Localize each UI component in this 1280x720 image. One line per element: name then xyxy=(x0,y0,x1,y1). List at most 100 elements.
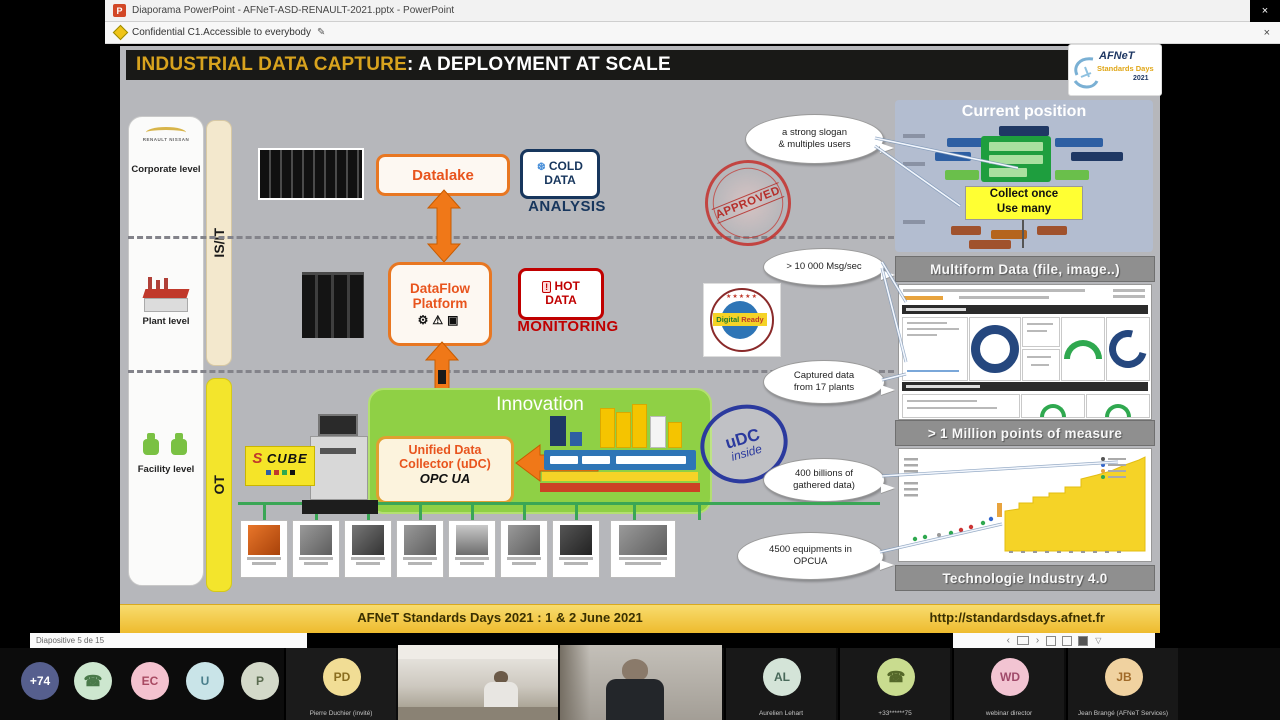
udc-line1: Unified Data xyxy=(408,443,482,457)
video-tile-1[interactable] xyxy=(398,645,558,720)
participant-tile-al[interactable]: AL Aurelien Lehart xyxy=(724,648,836,720)
confidentiality-bar: Confidential C1.Accessible to everybody … xyxy=(105,22,1280,44)
device-card xyxy=(448,520,496,578)
bubble-slogan-line1: a strong slogan xyxy=(782,127,847,139)
cold-label: COLD xyxy=(548,159,583,174)
afnet-standards-days-logo: AFNeT Standards Days 2021 xyxy=(1068,44,1162,96)
participant-name: Aurelien Lehart xyxy=(758,710,804,717)
participant-avatar-wd: WD xyxy=(991,658,1029,696)
bubble-equipments-line1: 4500 equipments in xyxy=(769,544,852,556)
data-model-illustration xyxy=(540,400,702,504)
ot-layer-bar: OT xyxy=(206,378,232,592)
cold-data-label: DATA xyxy=(544,173,576,187)
current-position-panel: Current position Collect once xyxy=(895,100,1153,252)
logo-year-text: 2021 xyxy=(1133,75,1149,82)
datalake-servers-image xyxy=(258,148,364,200)
footer-url: http://standardsdays.afnet.fr xyxy=(929,610,1105,625)
window-title-bar: P Diaporama PowerPoint - AFNeT-ASD-RENAU… xyxy=(105,0,1250,22)
device-card xyxy=(396,520,444,578)
logo-afnet-text: AFNeT xyxy=(1099,50,1135,62)
phone-participant-avatar[interactable]: ☎ xyxy=(74,662,112,700)
powerpoint-app-icon: P xyxy=(113,4,126,17)
next-slide-button[interactable]: › xyxy=(1035,634,1040,646)
slide-footer: AFNeT Standards Days 2021 : 1 & 2 June 2… xyxy=(120,604,1160,633)
comments-view-button[interactable] xyxy=(1046,635,1057,646)
facility-level-label: Facility level xyxy=(137,464,195,475)
participant-tile-jb[interactable]: JB Jean Brangé (AFNeT Services) xyxy=(1066,648,1178,720)
scube-logo: S CUBE xyxy=(245,446,315,486)
multiform-data-banner: Multiform Data (file, image..) xyxy=(895,256,1155,282)
datalake-dataflow-arrow xyxy=(426,189,462,263)
factory-icon xyxy=(142,277,190,313)
multiform-data-label: Multiform Data (file, image..) xyxy=(930,261,1120,277)
participant-tile-phone[interactable]: ☎ +33******75 xyxy=(838,648,950,720)
ot-label: OT xyxy=(211,475,227,495)
datalake-label: Datalake xyxy=(412,166,474,184)
technologie-label: Technologie Industry 4.0 xyxy=(942,570,1108,586)
window-close-button[interactable]: × xyxy=(1250,0,1280,22)
application-tree-diagram: Collect once Use many xyxy=(895,124,1153,250)
participant-tile-pd[interactable]: PD Pierre Duchier (invité) xyxy=(284,648,396,720)
logo-standards-days-text: Standards Days xyxy=(1097,64,1154,73)
use-many-label: Use many xyxy=(996,202,1052,215)
innovation-label: Innovation xyxy=(496,394,584,415)
overflow-participants-avatar[interactable]: +74 xyxy=(21,662,59,700)
slide-counter-strip: Diapositive 5 de 15 xyxy=(30,633,307,648)
participant-name: +33******75 xyxy=(878,710,912,717)
corporate-level-label: Corporate level xyxy=(131,164,201,175)
unified-data-collector-box: Unified Data Collector (uDC) OPC UA xyxy=(376,436,514,504)
device-card-wide xyxy=(610,520,676,578)
slide-title-rest: : A DEPLOYMENT AT SCALE xyxy=(406,54,671,75)
logo-swirl-icon xyxy=(1073,57,1099,89)
innovation-zone: Innovation Unified Data Collector (uDC) … xyxy=(368,388,712,514)
scube-s: S xyxy=(252,450,263,467)
separator-plant-facility xyxy=(128,370,894,373)
more-options-button[interactable]: ▽ xyxy=(1095,635,1102,645)
current-view-button[interactable] xyxy=(1078,635,1089,646)
bubble-billions-line2: gathered data) xyxy=(793,480,855,491)
window-title: Diaporama PowerPoint - AFNeT-ASD-RENAULT… xyxy=(132,5,455,16)
edit-classification-icon[interactable]: ✎ xyxy=(316,27,326,38)
gauge-chart xyxy=(1064,339,1102,359)
footer-event-label: AFNeT Standards Days 2021 : 1 & 2 June 2… xyxy=(357,610,643,625)
hot-data-badge: ! HOT DATA xyxy=(518,268,604,320)
classification-tag-icon xyxy=(112,24,129,41)
device-card-robot xyxy=(240,520,288,578)
close-icon: × xyxy=(1261,4,1269,17)
udc-line2: Collector (uDC) xyxy=(399,457,491,471)
growth-chart-screenshot xyxy=(898,448,1152,562)
participant-name: Pierre Duchier (invité) xyxy=(309,710,373,717)
video-tile-2[interactable] xyxy=(560,645,722,720)
participant-avatar-ec[interactable]: EC xyxy=(131,662,169,700)
fieldbus-line xyxy=(238,502,880,505)
participant-avatar-u[interactable]: U xyxy=(186,662,224,700)
robots-icon xyxy=(141,433,191,459)
bubble-msg-rate: > 10 000 Msg/sec xyxy=(763,248,895,286)
ready-word: Ready xyxy=(741,315,764,324)
arc-chart xyxy=(1102,323,1154,375)
alert-icon: ⚠ xyxy=(432,313,448,327)
participant-name: Jean Brangé (AFNeT Services) xyxy=(1077,710,1169,717)
participant-avatar-al: AL xyxy=(763,658,801,696)
hot-label: HOT xyxy=(554,279,580,294)
scube-text: CUBE xyxy=(266,451,308,466)
grid-view-button[interactable] xyxy=(1062,635,1073,646)
participant-tile-wd[interactable]: WD webinar director xyxy=(952,648,1064,720)
participant-avatar-p[interactable]: P xyxy=(241,662,279,700)
hot-data-label: DATA xyxy=(545,293,577,307)
dismiss-bar-button[interactable]: × xyxy=(1263,26,1270,39)
isit-layer-bar: IS/IT xyxy=(206,120,232,366)
device-card xyxy=(292,520,340,578)
slide-counter: Diapositive 5 de 15 xyxy=(36,636,105,645)
presenter-toolbar: ‹ › ▽ xyxy=(953,633,1155,648)
dataflow-server-image xyxy=(302,272,364,338)
technologie-banner: Technologie Industry 4.0 xyxy=(895,565,1155,591)
bubble-equipments-line2: OPCUA xyxy=(793,556,828,567)
million-points-banner: > 1 Million points of measure xyxy=(895,420,1155,446)
digital-word: Digital xyxy=(716,315,740,324)
participant-avatar-pd: PD xyxy=(323,658,361,696)
thermometer-icon: ! xyxy=(542,281,552,294)
previous-slide-button[interactable]: ‹ xyxy=(1006,634,1010,646)
collect-once-label: Collect once xyxy=(989,188,1059,200)
